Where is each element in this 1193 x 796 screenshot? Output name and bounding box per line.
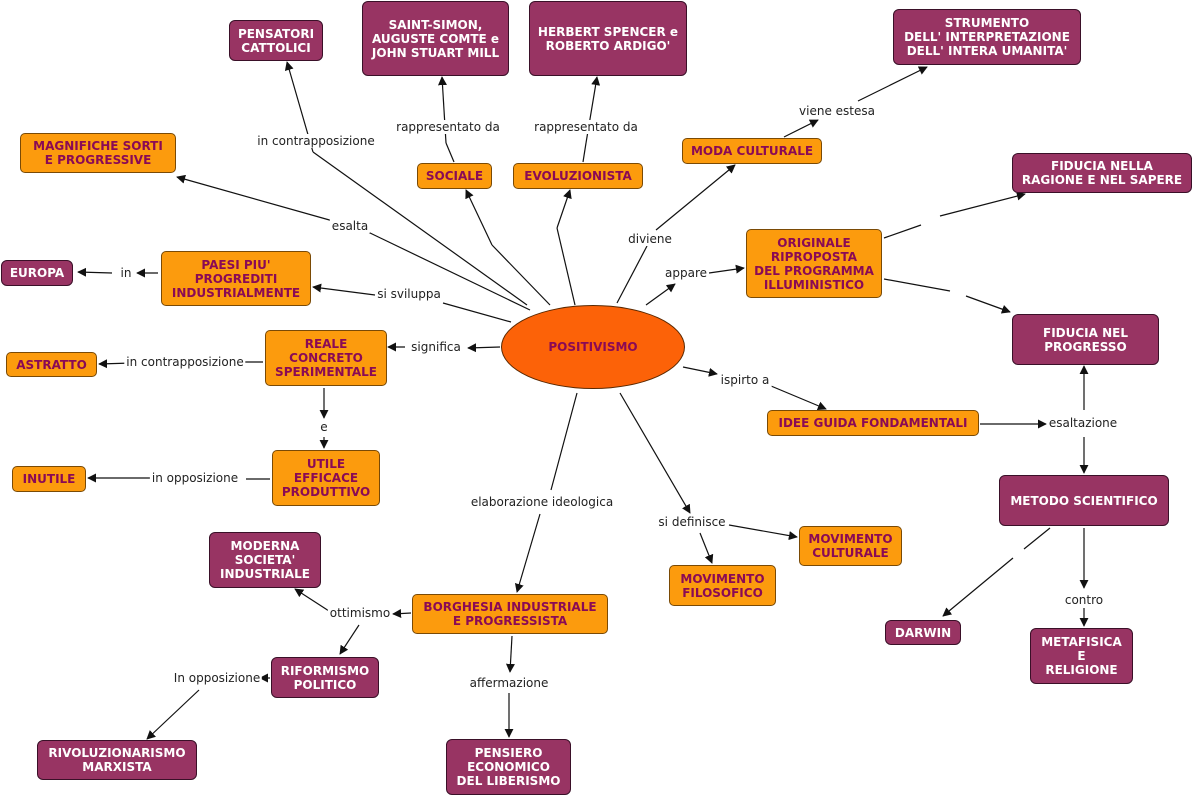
connector-line bbox=[770, 385, 827, 411]
link-si-definisce: si definisce bbox=[656, 515, 728, 529]
node-evoluzionista[interactable]: EVOLUZIONISTA bbox=[513, 163, 643, 189]
connector-line bbox=[883, 224, 922, 239]
node-riformismo-politico[interactable]: RIFORMISMO POLITICO bbox=[271, 657, 379, 698]
node-magnifiche-sorti[interactable]: MAGNIFICHE SORTI E PROGRESSIVE bbox=[20, 133, 176, 173]
link-ottimismo: ottimismo bbox=[327, 606, 393, 620]
connector-line bbox=[682, 366, 718, 377]
connector-line bbox=[467, 343, 501, 353]
node-borghesia-industriale[interactable]: BORGHESIA INDUSTRIALE E PROGRESSISTA bbox=[412, 594, 608, 634]
connector-line bbox=[146, 689, 200, 740]
link-significa: significa bbox=[409, 340, 463, 354]
node-astratto[interactable]: ASTRATTO bbox=[6, 352, 97, 377]
node-positivismo[interactable]: POSITIVISMO bbox=[501, 305, 685, 389]
connector-line bbox=[550, 392, 578, 491]
link-contro: contro bbox=[1062, 593, 1106, 607]
link-esaltazione: esaltazione bbox=[1046, 416, 1120, 430]
node-movimento-filosofico[interactable]: MOVIMENTO FILOSOFICO bbox=[669, 565, 776, 606]
link-in-contrapposizione-left: in contrapposizione bbox=[124, 355, 246, 369]
link-viene-estesa: viene estesa bbox=[797, 104, 877, 118]
link-in-opposizione-cap: In opposizione bbox=[171, 671, 263, 685]
connector-line bbox=[176, 174, 334, 222]
node-moderna-societa[interactable]: MODERNA SOCIETA' INDUSTRIALE bbox=[209, 532, 321, 588]
link-si-sviluppa: si sviluppa bbox=[375, 287, 443, 301]
connector-line bbox=[616, 245, 648, 304]
node-rivoluzionarismo-marxista[interactable]: RIVOLUZIONARISMO MARXISTA bbox=[37, 740, 197, 780]
connector-line bbox=[939, 191, 1026, 217]
link-e: e bbox=[318, 420, 330, 434]
link-appare: appare bbox=[663, 266, 709, 280]
connector-line bbox=[465, 189, 493, 246]
link-ispirto-a: ispirto a bbox=[718, 373, 772, 387]
connector-line bbox=[582, 142, 587, 163]
connector-line bbox=[699, 532, 714, 564]
connector-line bbox=[312, 151, 528, 306]
link-rappresentato-da-2: rappresentato da bbox=[532, 120, 640, 134]
connector-line bbox=[857, 66, 928, 102]
node-moda-culturale[interactable]: MODA CULTURALE bbox=[682, 138, 822, 164]
connector-line bbox=[442, 302, 512, 323]
node-strumento-interpretazione[interactable]: STRUMENTO DELL' INTERPRETAZIONE DELL' IN… bbox=[893, 9, 1081, 65]
connector-line bbox=[339, 624, 360, 655]
link-rappresentato-da-1: rappresentato da bbox=[394, 120, 502, 134]
connector-line bbox=[556, 227, 576, 306]
node-movimento-culturale[interactable]: MOVIMENTO CULTURALE bbox=[799, 526, 902, 566]
node-metafisica-religione[interactable]: METAFISICA E RELIGIONE bbox=[1030, 628, 1133, 684]
connector-line bbox=[392, 609, 412, 619]
connector-line bbox=[556, 189, 572, 229]
connector-line bbox=[445, 142, 455, 163]
connector-line bbox=[491, 244, 551, 306]
link-in-opposizione: in opposizione bbox=[149, 471, 241, 485]
connector-line bbox=[619, 392, 691, 514]
connector-line bbox=[645, 283, 676, 306]
node-utile-efficace[interactable]: UTILE EFFICACE PRODUTTIVO bbox=[272, 450, 380, 506]
connector-line bbox=[294, 588, 330, 612]
node-spencer-ardigo[interactable]: HERBERT SPENCER e ROBERTO ARDIGO' bbox=[529, 1, 687, 76]
node-metodo-scientifico[interactable]: METODO SCIENTIFICO bbox=[999, 475, 1169, 526]
node-pensiero-liberismo[interactable]: PENSIERO ECONOMICO DEL LIBERISMO bbox=[446, 739, 571, 795]
link-elaborazione-ideologica: elaborazione ideologica bbox=[468, 495, 616, 509]
connector-line bbox=[965, 295, 1011, 314]
link-in-contrapposizione-top: in contrapposizione bbox=[255, 134, 377, 148]
link-in: in bbox=[118, 266, 134, 280]
connector-line bbox=[1023, 527, 1051, 550]
connector-line bbox=[77, 267, 113, 277]
node-pensatori-cattolici[interactable]: PENSATORI CATTOLICI bbox=[229, 20, 323, 61]
node-fiducia-ragione[interactable]: FIDUCIA NELLA RAGIONE E NEL SAPERE bbox=[1012, 153, 1192, 193]
node-saint-simon-comte-mill[interactable]: SAINT-SIMON, AUGUSTE COMTE e JOHN STUART… bbox=[362, 1, 509, 76]
connector-line bbox=[783, 119, 819, 138]
node-originale-riproposta[interactable]: ORIGINALE RIPROPOSTA DEL PROGRAMMA ILLUM… bbox=[746, 229, 882, 298]
link-diviene: diviene bbox=[626, 232, 674, 246]
connector-line bbox=[942, 557, 1014, 617]
node-reale-concreto[interactable]: REALE CONCRETO SPERIMENTALE bbox=[265, 330, 387, 386]
link-esalta: esalta bbox=[329, 219, 371, 233]
node-fiducia-progresso[interactable]: FIDUCIA NEL PROGRESSO bbox=[1012, 314, 1159, 365]
connector-line bbox=[505, 635, 515, 673]
node-idee-guida[interactable]: IDEE GUIDA FONDAMENTALI bbox=[767, 410, 979, 436]
connector-line bbox=[514, 513, 541, 593]
node-paesi-progrediti[interactable]: PAESI PIU' PROGREDITI INDUSTRIALMENTE bbox=[161, 251, 311, 306]
connector-line bbox=[367, 231, 531, 311]
node-sociale[interactable]: SOCIALE bbox=[417, 163, 492, 189]
node-darwin[interactable]: DARWIN bbox=[885, 620, 961, 645]
connector-line bbox=[883, 278, 951, 292]
link-affermazione: affermazione bbox=[467, 676, 551, 690]
connector-line bbox=[312, 283, 376, 296]
node-inutile[interactable]: INUTILE bbox=[12, 466, 86, 492]
node-europa[interactable]: EUROPA bbox=[1, 260, 73, 286]
connector-line bbox=[728, 524, 798, 541]
connector-line bbox=[708, 264, 745, 274]
connector-line bbox=[655, 164, 736, 231]
